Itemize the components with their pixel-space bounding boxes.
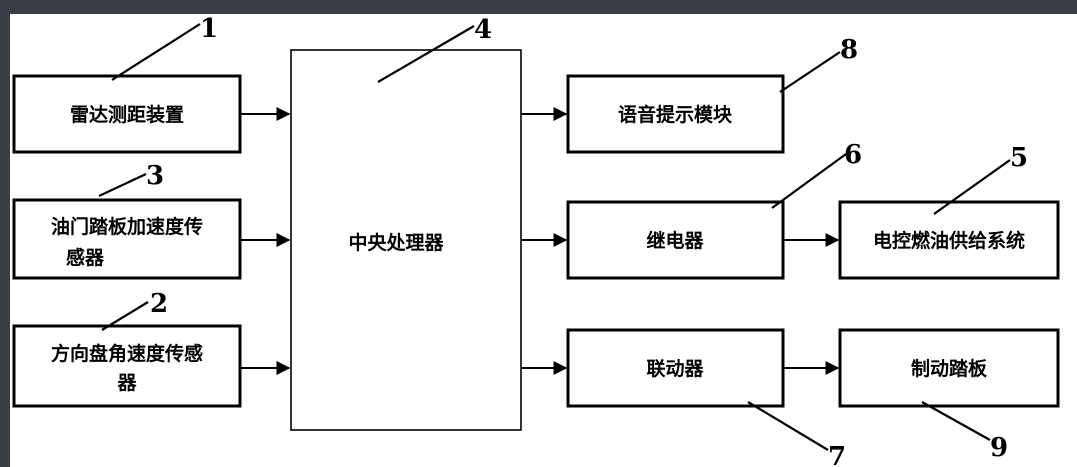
radar-ranging-label: 雷达测距装置	[70, 103, 184, 126]
voice-module-box	[566, 74, 785, 154]
brake-pedal-box	[838, 328, 1060, 408]
linkage-label: 联动器	[646, 358, 704, 380]
leader-line-8	[779, 51, 841, 93]
leader-line-4	[377, 25, 475, 83]
steering-sensor-label-line1: 方向盘角速度传感	[51, 342, 203, 365]
callout-number-6: 6	[844, 140, 862, 170]
callout-number-3: 3	[146, 161, 164, 191]
leader-line-9	[921, 401, 991, 441]
radar-ranging-box	[12, 74, 242, 154]
brake-pedal-label: 制动踏板	[911, 357, 988, 380]
leader-line-3	[98, 173, 147, 197]
voice-module-label: 语音提示模块	[618, 103, 733, 126]
steering-sensor-label-line2: 器	[116, 372, 137, 394]
callout-number-9: 9	[990, 433, 1008, 463]
callout-number-4: 4	[474, 15, 492, 45]
central-processor-box	[290, 49, 522, 431]
linkage-box	[566, 328, 785, 408]
callout-number-8: 8	[840, 35, 858, 65]
leader-line-2	[101, 301, 149, 331]
callout-number-7: 7	[828, 442, 846, 467]
leader-line-1	[111, 23, 201, 81]
callout-number-2: 2	[150, 289, 168, 319]
fuel-system-label: 电控燃油供给系统	[873, 229, 1025, 252]
throttle-sensor-box	[12, 198, 242, 280]
throttle-sensor-label-line1: 油门踏板加速度传	[51, 215, 203, 238]
leader-line-7	[747, 401, 829, 451]
callout-number-5: 5	[1010, 143, 1028, 173]
relay-box	[566, 200, 785, 280]
leader-line-5	[933, 159, 1011, 215]
relay-label: 继电器	[646, 229, 704, 252]
leader-line-6	[771, 153, 847, 209]
central-processor-label: 中央处理器	[348, 231, 444, 254]
throttle-sensor-label-line2: 感器	[66, 246, 105, 269]
callout-number-1: 1	[200, 14, 218, 44]
steering-sensor-box	[12, 324, 242, 408]
